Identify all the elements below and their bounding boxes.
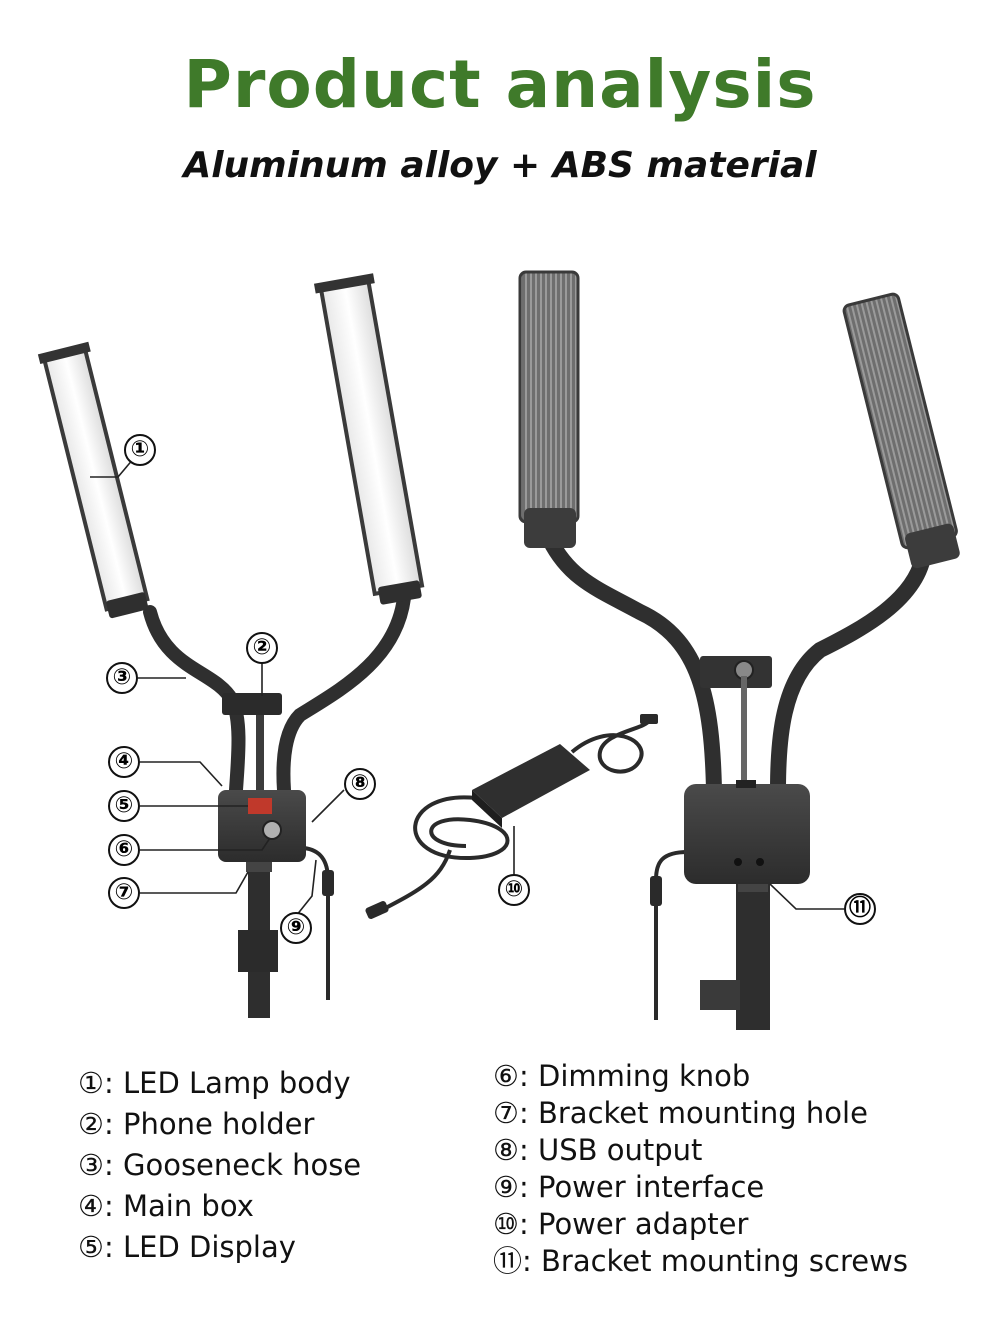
back-right-lamp-body (842, 292, 960, 569)
back-stand-clamp (700, 980, 740, 1010)
legend-item: ⑥: Dimming knob (493, 1058, 908, 1095)
legend-marker: ⑤ (78, 1230, 104, 1264)
legend-label: : USB output (519, 1133, 703, 1167)
legend-marker: ① (78, 1066, 104, 1100)
legend-item: ⑤: LED Display (78, 1227, 361, 1268)
right-lamp-body (313, 273, 425, 605)
legend-marker: ⑧ (493, 1133, 519, 1167)
legend-label: : Bracket mounting hole (519, 1096, 868, 1130)
callout-label-8: ⑧ (350, 771, 370, 796)
back-stand-pole (736, 880, 770, 1030)
right-gooseneck (276, 591, 411, 797)
legend-marker: ② (78, 1107, 104, 1141)
legend-item: ③: Gooseneck hose (78, 1145, 361, 1186)
legend-label: : Phone holder (104, 1107, 315, 1141)
callout-label-1: ① (130, 437, 150, 462)
callout-label-9: ⑨ (286, 915, 306, 940)
back-left-lamp-body (518, 270, 580, 548)
legend-item: ⑦: Bracket mounting hole (493, 1095, 908, 1132)
phone-holder (222, 693, 282, 715)
legend-left: ①: LED Lamp body ②: Phone holder ③: Goos… (78, 1063, 361, 1268)
box-neck (246, 862, 272, 872)
back-main-box (684, 784, 810, 884)
legend-marker: ⑦ (493, 1096, 519, 1130)
callout-7 (108, 877, 140, 909)
callout-label-2: ② (252, 635, 272, 660)
back-left-gooseneck (542, 532, 722, 798)
callout-label-11: ⑪ (848, 896, 871, 921)
main-box (218, 790, 306, 862)
legend-item: ⑪: Bracket mounting screws (493, 1243, 908, 1280)
adapter-cable-plug (377, 849, 452, 914)
phone-holder-rod (256, 715, 264, 793)
legend-item: ④: Main box (78, 1186, 361, 1227)
legend-label: : Gooseneck hose (104, 1148, 362, 1182)
legend-label: : Dimming knob (519, 1059, 751, 1093)
callout-label-7: ⑦ (114, 880, 134, 905)
stand-clamp (238, 930, 278, 972)
legend-right: ⑥: Dimming knob ⑦: Bracket mounting hole… (493, 1058, 908, 1280)
callout-label-5: ⑤ (114, 793, 134, 818)
legend-item: ⑧: USB output (493, 1132, 908, 1169)
adapter-brick (472, 744, 590, 818)
legend-marker: ⑨ (493, 1170, 519, 1204)
legend-label: : Bracket mounting screws (522, 1244, 908, 1278)
led-display (248, 798, 272, 814)
callout-2 (246, 632, 278, 664)
legend-label: : LED Lamp body (104, 1066, 351, 1100)
legend-label: : Main box (104, 1189, 254, 1223)
legend-marker: ⑥ (493, 1059, 519, 1093)
bracket-screw (734, 858, 742, 866)
legend-item: ⑩: Power adapter (493, 1206, 908, 1243)
callout-6 (108, 834, 140, 866)
callout-4 (108, 746, 140, 778)
legend-marker: ③ (78, 1148, 104, 1182)
cable-ferrite (322, 870, 334, 896)
legend-marker: ④ (78, 1189, 104, 1223)
page-title: Product analysis (183, 46, 817, 123)
callout-markers (106, 434, 876, 944)
callout-label-10: ⑩ (504, 877, 524, 902)
callout-label-6: ⑥ (114, 837, 134, 862)
legend-item: ⑨: Power interface (493, 1169, 908, 1206)
ac-plug (640, 714, 658, 724)
callout-8 (344, 768, 376, 800)
page-subtitle: Aluminum alloy + ABS material (183, 145, 817, 186)
adapter-coil-left (413, 795, 510, 861)
legend-marker: ⑩ (493, 1207, 519, 1241)
callout-11 (844, 893, 876, 925)
adapter-ac-cord (570, 716, 657, 774)
back-right-gooseneck (770, 544, 932, 798)
legend-item: ①: LED Lamp body (78, 1063, 361, 1104)
front-view-lamp (37, 273, 425, 1018)
back-cable-ferrite (650, 876, 662, 906)
back-view-lamp (518, 270, 960, 1030)
callout-3 (106, 662, 138, 694)
legend-marker: ⑪ (493, 1244, 523, 1278)
callout-10 (498, 874, 530, 906)
legend-label: : LED Display (104, 1230, 296, 1264)
callout-9 (280, 912, 312, 944)
callout-label-4: ④ (114, 749, 134, 774)
legend-item: ②: Phone holder (78, 1104, 361, 1145)
left-lamp-body (37, 341, 150, 619)
power-adapter-drawing (365, 714, 658, 919)
callout-5 (108, 790, 140, 822)
leader-lines (90, 457, 844, 917)
adapter-plug (365, 901, 389, 919)
legend-label: : Power interface (519, 1170, 765, 1204)
callout-1 (124, 434, 156, 466)
legend-label: : Power adapter (519, 1207, 749, 1241)
callout-label-3: ③ (112, 665, 132, 690)
dimming-knob (262, 820, 282, 840)
